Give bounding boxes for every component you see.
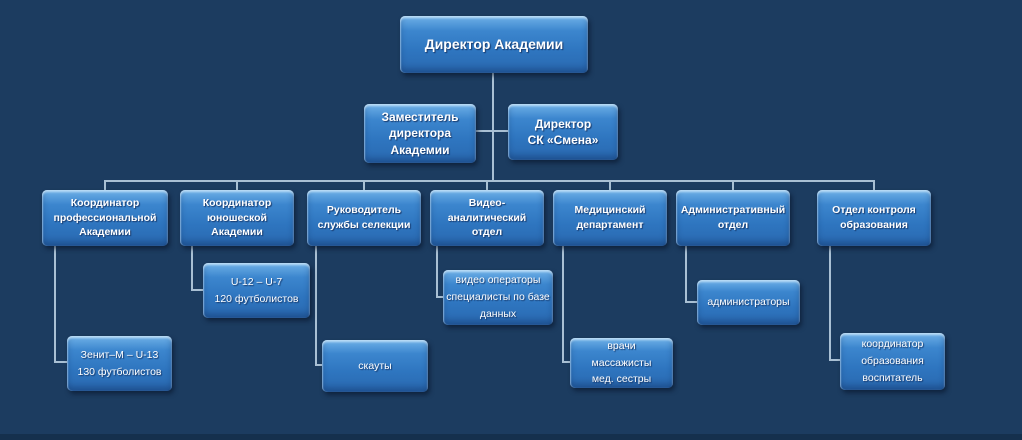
connector-elbow-h-subunit-4 xyxy=(436,296,443,298)
bottom-edge-strip xyxy=(0,434,1022,440)
connector-elbow-v-subunit-3 xyxy=(315,246,317,366)
connector-elbow-v-subunit-4 xyxy=(436,246,438,298)
node-subunit-video-operators: видео операторы специалисты по базе данн… xyxy=(443,270,553,325)
connector-elbow-h-subunit-1 xyxy=(54,361,67,363)
connector-elbow-h-subunit-5 xyxy=(562,361,570,363)
node-dept-administrative: Административный отдел xyxy=(676,190,790,246)
connector-elbow-v-subunit-5 xyxy=(562,246,564,363)
node-dept-youth-academy-coordinator: Координатор юношеской Академии xyxy=(180,190,294,246)
node-dept-medical: Медицинский департамент xyxy=(553,190,667,246)
connector-bus xyxy=(104,180,875,182)
connector-trunk xyxy=(492,73,494,181)
node-dept-selection-service-head: Руководитель службы селекции xyxy=(307,190,421,246)
connector-drop-dept-4 xyxy=(486,181,488,190)
connector-drop-dept-6 xyxy=(732,181,734,190)
connector-level2-stub xyxy=(476,130,508,132)
node-subunit-administrators: администраторы xyxy=(697,280,800,325)
connector-elbow-h-subunit-3 xyxy=(315,364,322,366)
node-subunit-medical-staff: врачи массажисты мед. сестры xyxy=(570,338,673,388)
connector-elbow-h-subunit-6 xyxy=(685,301,697,303)
node-sk-smena-director: Директор СК «Смена» xyxy=(508,104,618,160)
node-director: Директор Академии xyxy=(400,16,588,73)
node-dept-professional-academy-coordinator: Координатор профессиональной Академии xyxy=(42,190,168,246)
connector-elbow-v-subunit-7 xyxy=(829,246,831,361)
connector-drop-dept-2 xyxy=(236,181,238,190)
connector-drop-dept-3 xyxy=(363,181,365,190)
connector-elbow-h-subunit-2 xyxy=(191,289,203,291)
node-subunit-u12-u7: U-12 – U-7 120 футболистов xyxy=(203,263,310,318)
node-subunit-education-coordinator: координатор образования воспитатель xyxy=(840,333,945,390)
connector-elbow-v-subunit-1 xyxy=(54,246,56,363)
node-subunit-zenit-m-u13: Зенит–М – U-13 130 футболистов xyxy=(67,336,172,391)
node-dept-education-control: Отдел контроля образования xyxy=(817,190,931,246)
connector-drop-dept-1 xyxy=(104,181,106,190)
connector-drop-dept-7 xyxy=(873,181,875,190)
connector-elbow-v-subunit-2 xyxy=(191,246,193,291)
node-dept-video-analytics: Видео- аналитический отдел xyxy=(430,190,544,246)
connector-drop-dept-5 xyxy=(609,181,611,190)
node-subunit-scouts: скауты xyxy=(322,340,428,392)
node-deputy-director: Заместитель директора Академии xyxy=(364,104,476,163)
connector-elbow-h-subunit-7 xyxy=(829,359,840,361)
connector-elbow-v-subunit-6 xyxy=(685,246,687,303)
